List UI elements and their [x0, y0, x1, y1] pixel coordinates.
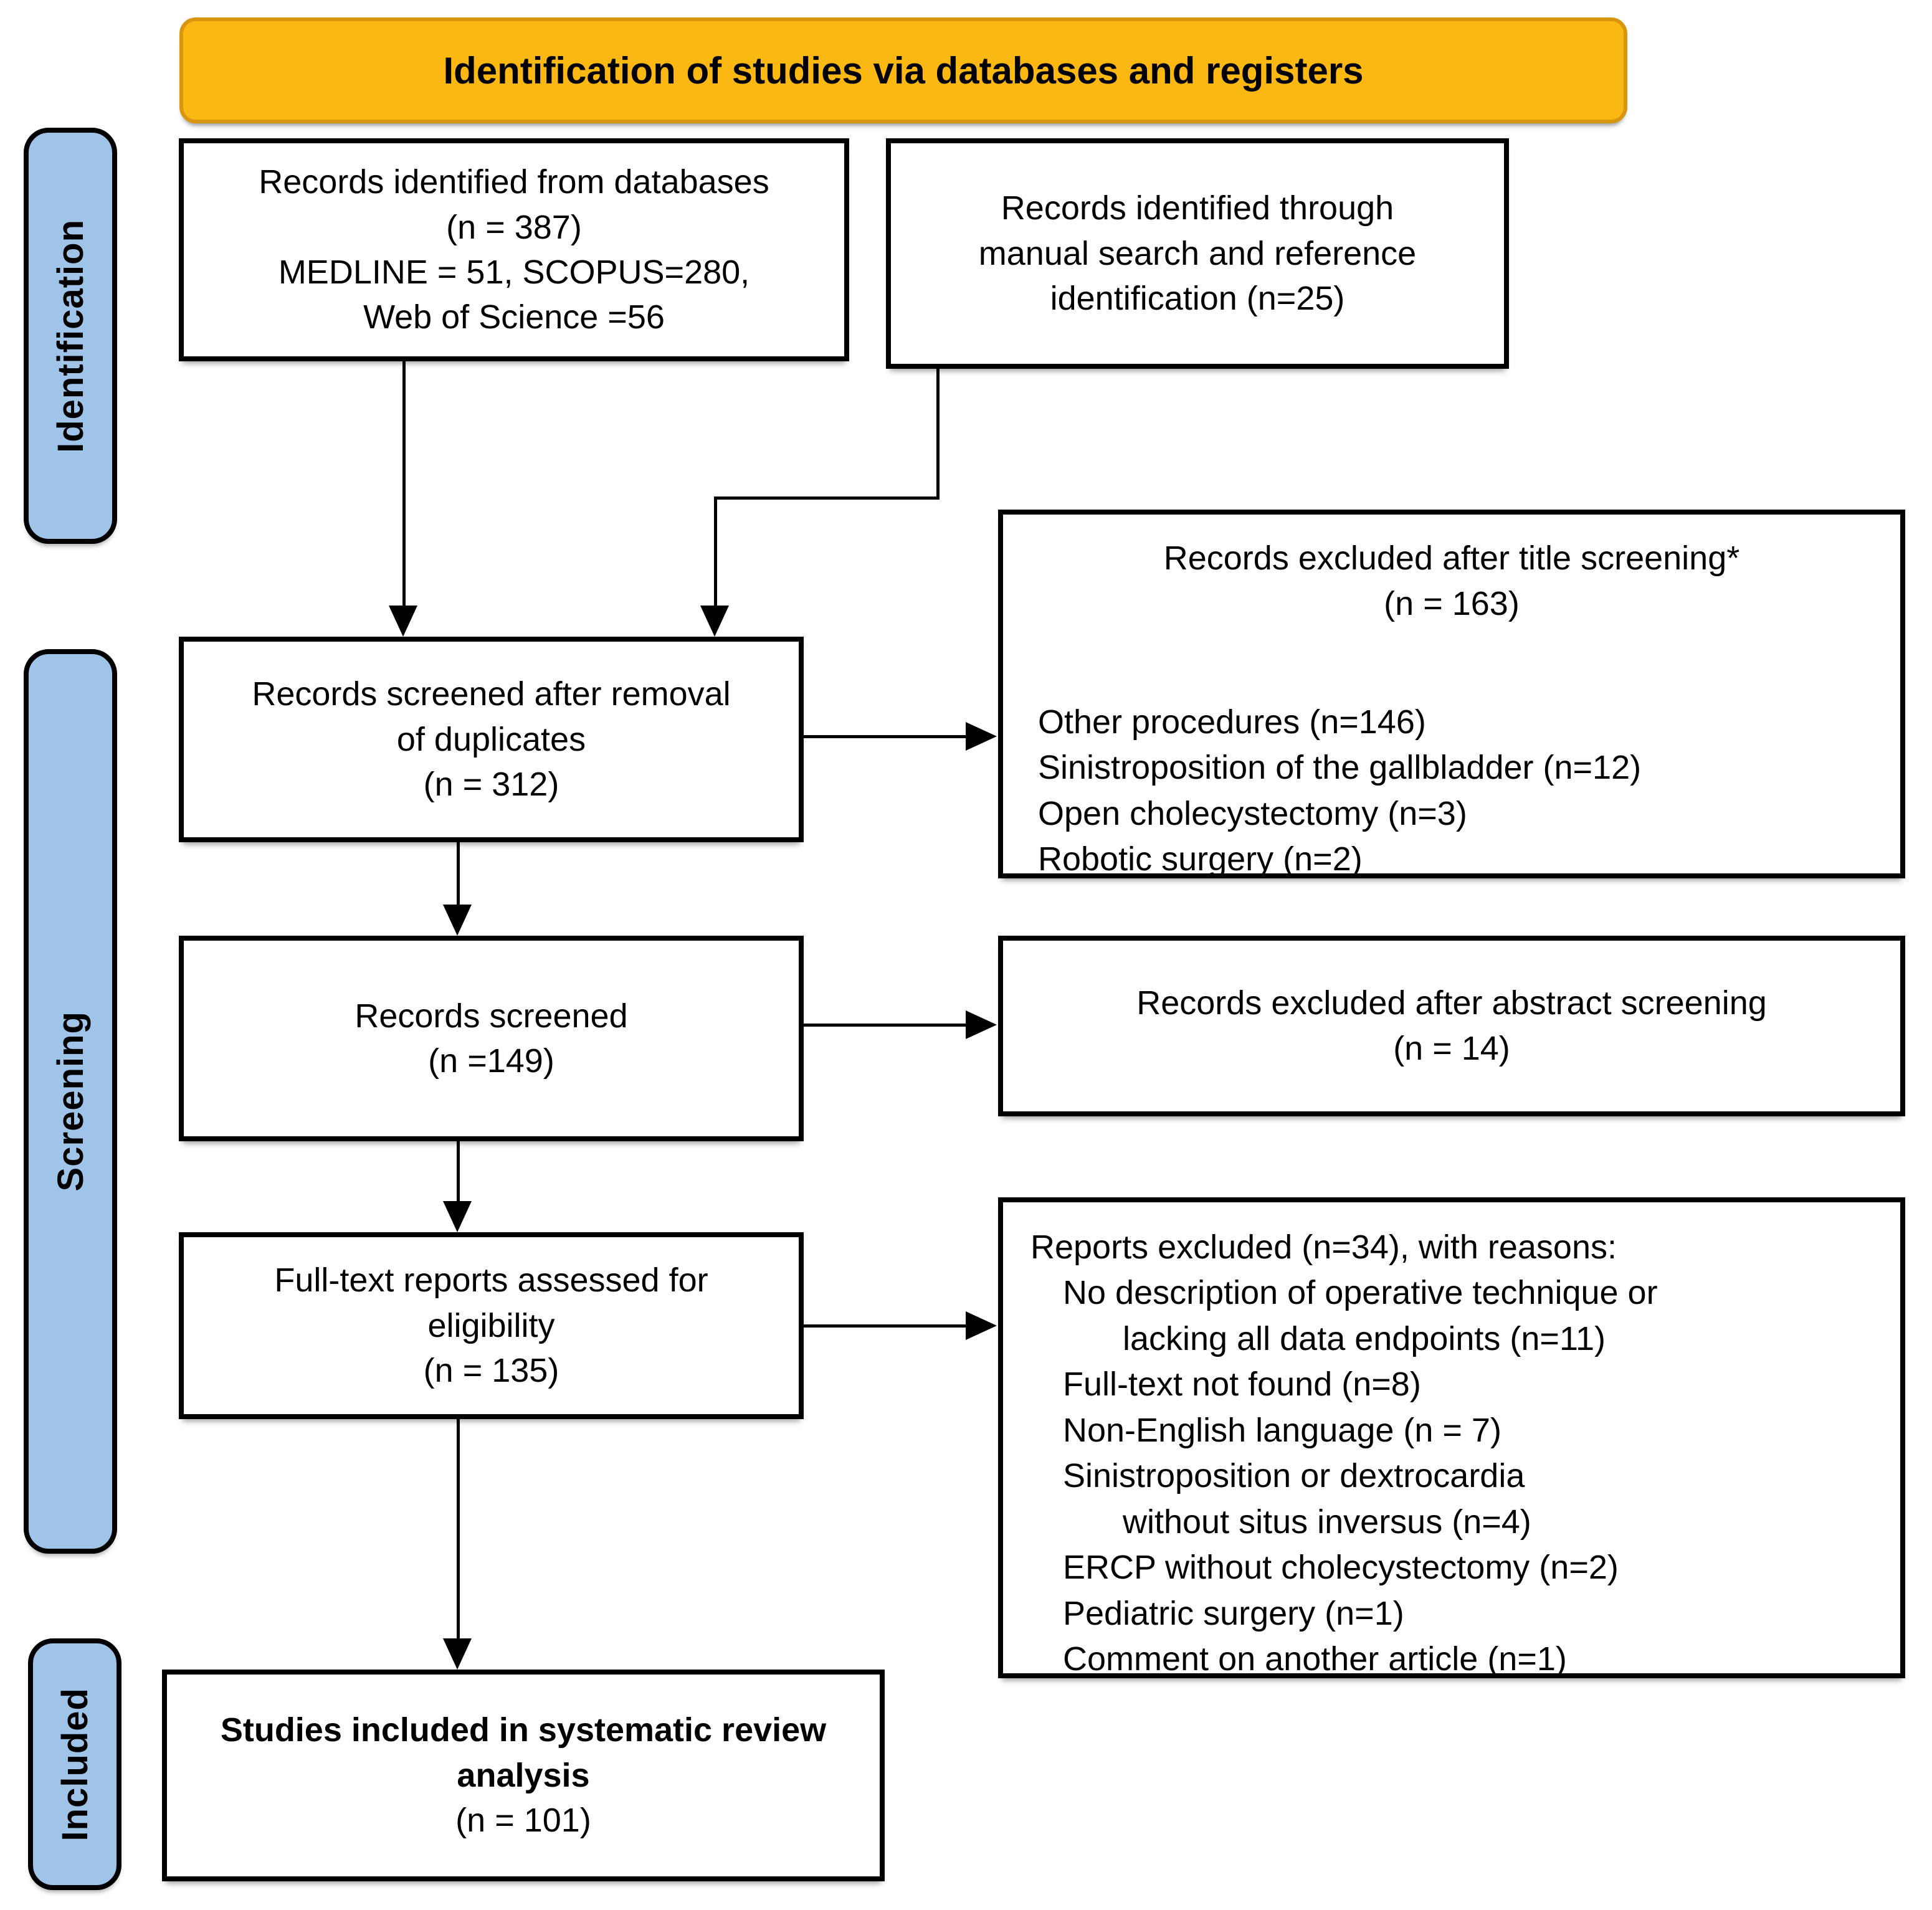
- box-excluded-title-screening: Records excluded after title screening* …: [998, 510, 1905, 878]
- box-text-line: MEDLINE = 51, SCOPUS=280,: [278, 254, 750, 291]
- box-text-line: Web of Science =56: [363, 298, 665, 336]
- arrowhead-down-icon: [443, 905, 472, 936]
- title-banner-label: Identification of studies via databases …: [443, 49, 1364, 92]
- connector-line: [457, 842, 460, 907]
- arrowhead-down-icon: [700, 606, 729, 637]
- box-text-line: identification (n=25): [1050, 280, 1345, 318]
- box-text-line: analysis: [457, 1756, 590, 1794]
- exclusion-reason: Pediatric surgery (n=1): [1063, 1594, 1404, 1632]
- exclusion-reason: Other procedures (n=146): [1038, 703, 1426, 741]
- reports-excluded-header: Reports excluded (n=34), with reasons:: [1030, 1228, 1617, 1266]
- box-text-line: Records screened after removal: [252, 675, 731, 713]
- stage-bar-included: Included: [28, 1638, 121, 1890]
- box-studies-included: Studies included in systematic review an…: [162, 1670, 885, 1881]
- arrowhead-right-icon: [966, 1010, 997, 1039]
- box-text-line: (n =149): [428, 1042, 554, 1080]
- box-records-identified-databases: Records identified from databases (n = 3…: [179, 138, 849, 361]
- box-records-identified-manual: Records identified through manual search…: [886, 138, 1509, 369]
- exclusion-reason: ERCP without cholecystectomy (n=2): [1063, 1549, 1619, 1587]
- exclusion-reason: without situs inversus (n=4): [1123, 1503, 1531, 1541]
- excluded-title-header: Records excluded after title screening*: [1163, 539, 1740, 577]
- box-excluded-abstract-screening: Records excluded after abstract screenin…: [998, 936, 1905, 1116]
- exclusion-reason: Robotic surgery (n=2): [1038, 840, 1363, 878]
- connector-line: [936, 369, 940, 500]
- box-text-line: (n = 135): [423, 1352, 559, 1390]
- box-text-line: (n = 312): [423, 766, 559, 804]
- box-fulltext-assessed: Full-text reports assessed for eligibili…: [179, 1232, 804, 1419]
- arrowhead-right-icon: [966, 722, 997, 751]
- exclusion-reason: No description of operative technique or: [1063, 1274, 1658, 1312]
- box-text-line: eligibility: [427, 1306, 555, 1344]
- box-text-line: Records identified from databases: [259, 163, 769, 201]
- exclusion-reason: Full-text not found (n=8): [1063, 1366, 1421, 1404]
- exclusion-reason: lacking all data endpoints (n=11): [1123, 1319, 1606, 1357]
- connector-line: [714, 497, 940, 500]
- box-text-line: of duplicates: [396, 720, 586, 758]
- box-text-line: Full-text reports assessed for: [274, 1261, 708, 1299]
- arrowhead-down-icon: [389, 606, 417, 637]
- stage-bar-included-label: Included: [54, 1687, 95, 1841]
- stage-bar-screening-label: Screening: [50, 1011, 91, 1192]
- exclusion-reason: Sinistroposition of the gallbladder (n=1…: [1038, 749, 1642, 787]
- box-text-line: Records identified through: [1001, 189, 1394, 227]
- box-text-line: manual search and reference: [978, 234, 1417, 272]
- connector-line: [804, 735, 967, 738]
- box-text-line: (n = 101): [455, 1802, 591, 1840]
- box-text-line: Records screened: [355, 997, 628, 1035]
- arrowhead-right-icon: [966, 1311, 997, 1340]
- title-banner: Identification of studies via databases …: [179, 17, 1627, 123]
- box-records-screened-dedup: Records screened after removal of duplic…: [179, 637, 804, 842]
- connector-line: [457, 1141, 460, 1204]
- connector-line: [402, 361, 406, 611]
- excluded-title-count: (n = 163): [1384, 585, 1520, 623]
- excluded-abstract-count: (n = 14): [1393, 1030, 1510, 1067]
- connector-line: [804, 1324, 967, 1328]
- arrowhead-down-icon: [443, 1201, 472, 1232]
- connector-line: [714, 497, 717, 609]
- arrowhead-down-icon: [443, 1638, 472, 1670]
- box-reports-excluded: Reports excluded (n=34), with reasons: N…: [998, 1197, 1905, 1678]
- exclusion-reason: Open cholecystectomy (n=3): [1038, 794, 1467, 832]
- exclusion-reason: Non-English language (n = 7): [1063, 1411, 1501, 1449]
- exclusion-reason: Comment on another article (n=1): [1063, 1640, 1567, 1678]
- stage-bar-identification-label: Identification: [50, 219, 91, 453]
- box-records-screened: Records screened (n =149): [179, 936, 804, 1141]
- excluded-abstract-header: Records excluded after abstract screenin…: [1136, 984, 1767, 1022]
- box-text-line: Studies included in systematic review: [220, 1711, 827, 1749]
- stage-bar-identification: Identification: [24, 128, 117, 544]
- box-text-line: (n = 387): [446, 208, 582, 246]
- connector-line: [457, 1419, 460, 1641]
- connector-line: [804, 1024, 967, 1027]
- stage-bar-screening: Screening: [24, 649, 117, 1554]
- exclusion-reason: Sinistroposition or dextrocardia: [1063, 1457, 1525, 1495]
